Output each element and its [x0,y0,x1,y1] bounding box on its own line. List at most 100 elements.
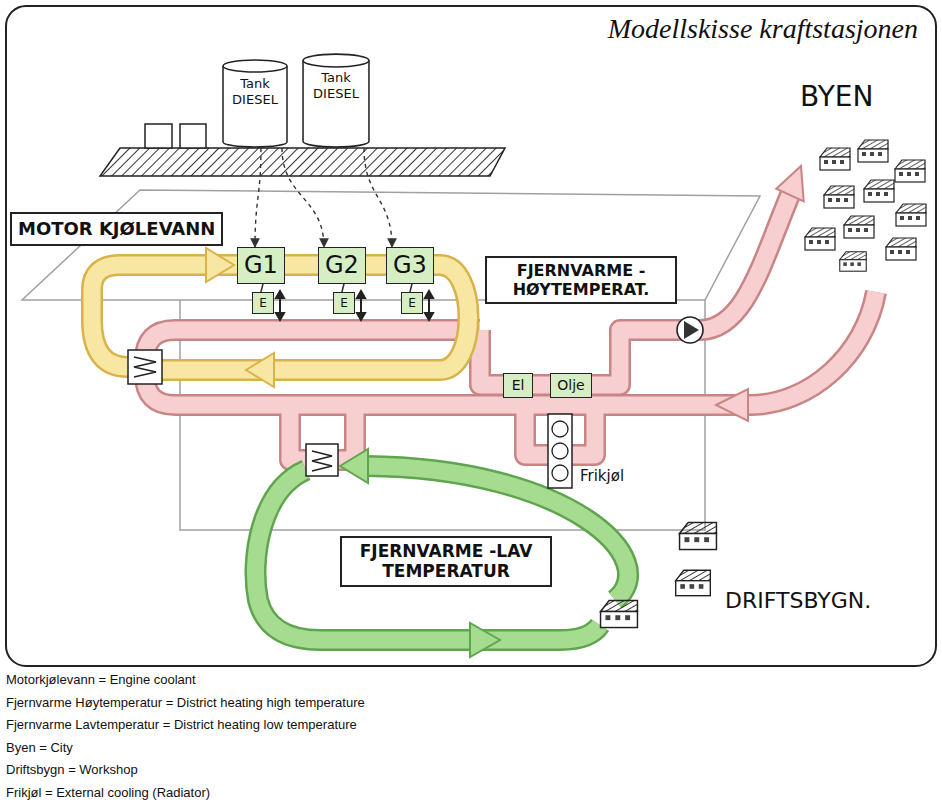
low-temp-pipe [256,466,629,640]
node-text: E [408,296,416,310]
tank-top [303,54,369,67]
link-line [342,284,344,292]
electric-box: E [401,292,423,314]
svg-path [145,292,876,405]
svg-rect [548,414,572,488]
node-text: El [512,377,525,394]
svg-line [360,297,362,314]
small-tank [145,124,172,148]
svg-use [886,238,916,260]
svg-use [820,148,850,170]
generator-box: G3 [386,247,434,284]
svg-line [279,297,281,314]
heat-exchanger [306,444,338,476]
flow-arrowhead [716,389,748,421]
component-label: Frikjøl [580,467,624,485]
node-text: MOTOR KJØLEVANN [18,218,215,240]
place-label: BYEN [800,80,873,114]
svg-use [680,522,717,549]
svg-circle [677,317,703,343]
svg-path [684,321,699,339]
svg-path [357,313,365,320]
small-tank [180,124,206,148]
legend-note: Fjernvarme Høytemperatur = District heat… [6,695,365,711]
flow-arrowhead [776,166,803,201]
electric-box: E [252,292,274,314]
svg-circle [552,443,568,459]
sketch-frame [6,6,936,666]
svg-use [858,140,888,162]
svg-path [425,313,433,320]
svg-circle [552,421,568,437]
svg-use [895,160,925,182]
svg-path [312,451,332,471]
flow-arrowhead [206,248,234,282]
legend-note: Frikjøl = External cooling (Radiator) [6,785,210,801]
svg-use [840,252,866,271]
flow-arrowhead [470,623,500,657]
legend-note: Fjernvarme Lavtemperatur = District heat… [6,717,357,733]
node-text: E [340,296,348,310]
tank-top [223,60,287,72]
electric-box: E [333,292,355,314]
city-houses [805,140,926,271]
loop-label-box: FJERNVARME -LAV TEMPERATUR [340,536,552,587]
pump-symbol [677,317,703,343]
heat-exchanger [128,350,162,384]
boiler-box: El [503,373,533,398]
svg-use [896,204,926,226]
svg-path [480,195,790,385]
node-text: Tank DIESEL [226,76,284,107]
svg-path [134,357,156,377]
svg-path [425,291,433,298]
svg-path [480,195,790,385]
node-text: E [259,296,267,310]
svg-rect [306,444,338,476]
node-text: G2 [325,251,359,280]
tank-body [303,61,369,147]
fuel-line [364,148,392,247]
svg-path [276,291,284,298]
svg-line [428,297,430,314]
boiler-box: Olje [550,373,592,398]
fuel-line [255,148,261,247]
high-temp-pipe [145,195,876,460]
svg-use [844,216,874,238]
legend-note: Driftsbygn = Workshop [6,762,138,778]
svg-use [824,186,854,208]
radiator-symbol [548,414,572,488]
svg-circle [552,465,568,481]
node-text: G3 [393,251,427,280]
double-arrow [276,291,433,320]
fuel-line [282,148,324,247]
node-text: FJERNVARME -LAV TEMPERATUR [348,541,544,582]
node-text: Tank DIESEL [306,70,366,101]
svg-path [357,291,365,298]
link-line [410,284,412,292]
high-temp-pipe-outline [145,195,876,460]
diagram-title: Modellskisse kraftstasjonen [608,12,918,46]
node-text: FJERNVARME -HØYTEMPERAT. [493,261,669,299]
loop-label-box: MOTOR KJØLEVANN [10,212,223,246]
tank-body [223,66,287,147]
node-text: G1 [244,251,278,280]
svg-use [805,228,835,250]
flow-arrowhead [340,449,368,483]
generator-box: G1 [237,247,285,284]
svg-path [276,313,284,320]
fuel-tank: Tank DIESEL [222,58,288,148]
generator-box: G2 [318,247,366,284]
flow-arrowhead [246,353,274,387]
node-text: Olje [557,377,584,394]
svg-rect [128,350,162,384]
workshop-buildings [601,522,717,627]
loop-label-box: FJERNVARME -HØYTEMPERAT. [485,256,677,304]
legend-note: Motorkjølevann = Engine coolant [6,672,196,688]
svg-path [145,292,876,405]
place-label: DRIFTSBYGN. [725,588,871,614]
link-line [261,284,263,292]
svg-use [601,600,638,627]
svg-use [676,570,711,595]
